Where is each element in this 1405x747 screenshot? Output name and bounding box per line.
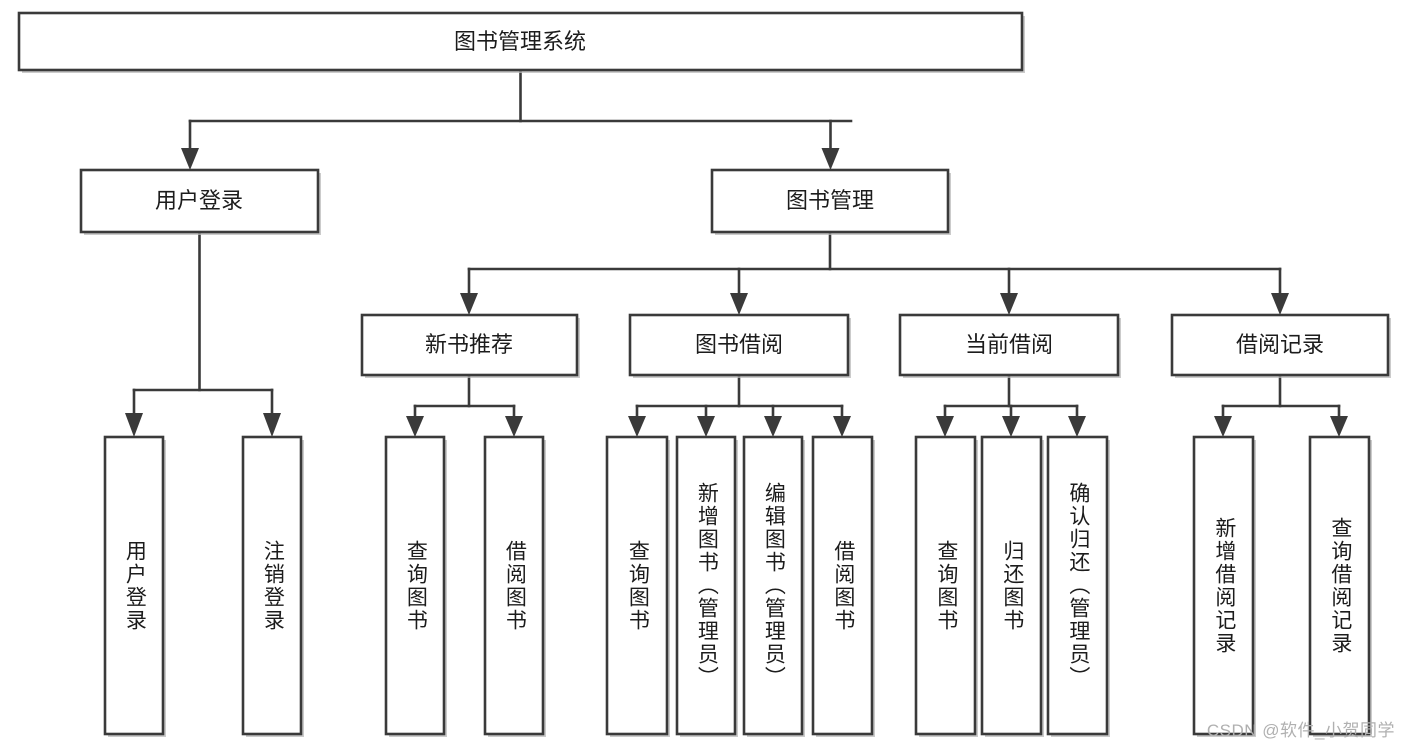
node-label-borrow-record: 借阅记录 (1236, 332, 1324, 357)
node-current-borrow[interactable]: 当前借阅 (898, 313, 1121, 378)
connector-group-new-book-recommend (406, 373, 523, 437)
connector-group-current-borrow (936, 373, 1086, 437)
node-label-book-manage: 图书管理 (786, 188, 874, 213)
leaf-box-group (103, 435, 1372, 737)
node-leaf-add-record[interactable] (1192, 435, 1256, 737)
node-label-user-login: 用户登录 (155, 188, 243, 213)
node-leaf-query-book-borrow[interactable] (605, 435, 670, 737)
node-new-book-recommend[interactable]: 新书推荐 (360, 313, 580, 378)
node-label-current-borrow: 当前借阅 (965, 332, 1053, 357)
node-leaf-borrow-book-rec[interactable] (483, 435, 546, 737)
node-leaf-user-logout[interactable] (241, 435, 304, 737)
node-leaf-confirm-return[interactable] (1046, 435, 1110, 737)
node-leaf-query-book-rec[interactable] (384, 435, 447, 737)
node-label-root: 图书管理系统 (454, 29, 586, 54)
connector-group-borrow-record (1214, 373, 1348, 437)
node-leaf-query-record[interactable] (1308, 435, 1372, 737)
node-leaf-query-book-cur[interactable] (914, 435, 978, 737)
node-borrow-record[interactable]: 借阅记录 (1170, 313, 1391, 378)
connector-group-book-borrow (628, 373, 851, 437)
node-leaf-borrow-book[interactable] (811, 435, 875, 737)
node-leaf-return-book[interactable] (980, 435, 1044, 737)
connector-group-book-manage (460, 230, 1289, 315)
node-book-borrow[interactable]: 图书借阅 (628, 313, 851, 378)
node-label-new-book-recommend: 新书推荐 (425, 332, 513, 357)
connector-group-user-login (125, 230, 281, 437)
connector-group-root (181, 68, 853, 170)
node-label-book-borrow: 图书借阅 (695, 332, 783, 357)
node-user-login[interactable]: 用户登录 (79, 168, 321, 235)
node-book-manage[interactable]: 图书管理 (710, 168, 951, 235)
node-leaf-add-book[interactable] (675, 435, 738, 737)
watermark-text: CSDN @软件_小贺同学 (1206, 721, 1395, 740)
node-root-system[interactable]: 图书管理系统 (17, 11, 1025, 73)
node-leaf-user-login[interactable] (103, 435, 166, 737)
node-leaf-edit-book[interactable] (742, 435, 805, 737)
